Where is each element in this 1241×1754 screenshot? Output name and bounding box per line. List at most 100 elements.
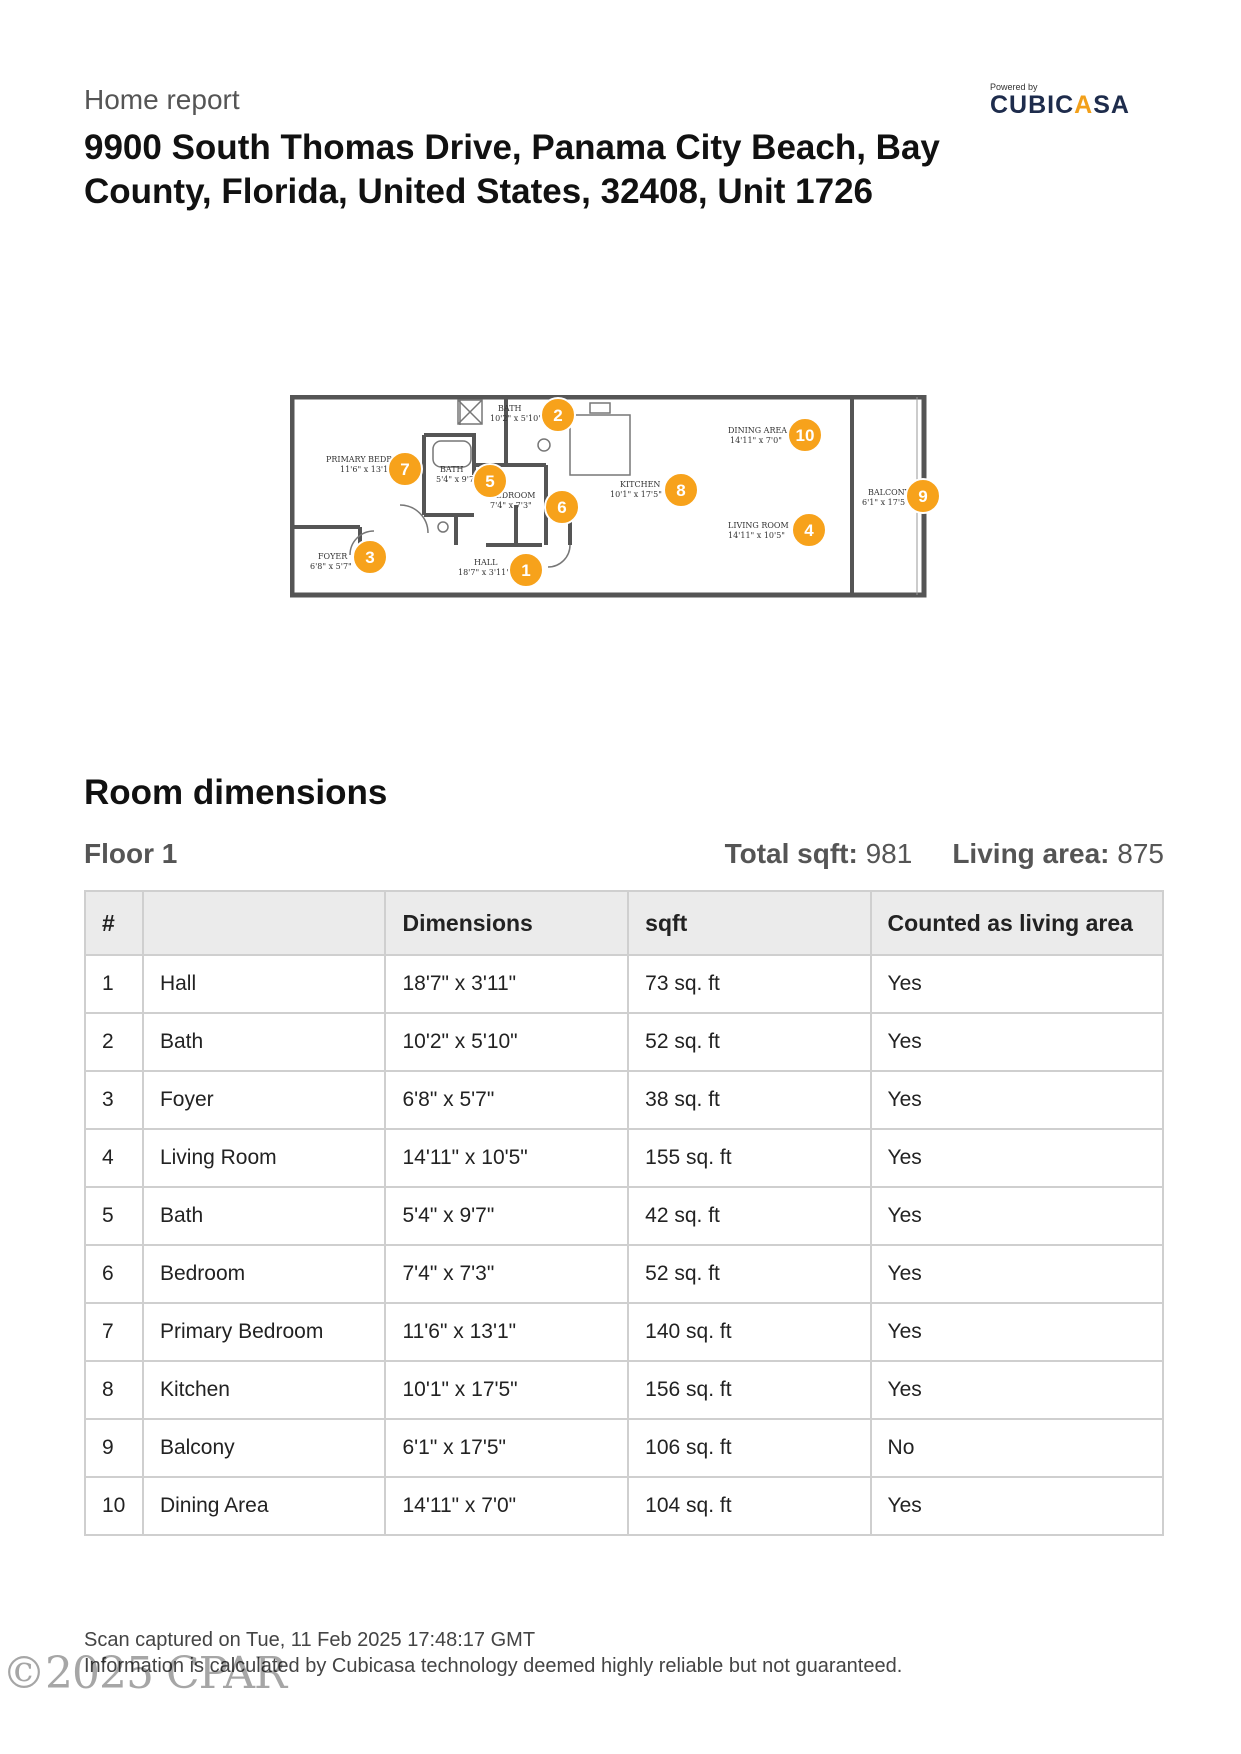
brand-name: CUBICASA	[990, 92, 1140, 118]
cell-living-area: Yes	[869, 1070, 1165, 1130]
room-marker-3: 3	[352, 539, 388, 575]
scan-timestamp: Scan captured on Tue, 11 Feb 2025 17:48:…	[84, 1629, 536, 1651]
room-dims-kitchen: 10'1" x 17'5"	[610, 490, 662, 499]
room-dims-dining-area: 14'11" x 7'0"	[730, 436, 782, 445]
cell-room: Balcony	[141, 1418, 387, 1478]
living-area-label: Living area:	[952, 838, 1110, 869]
cell-dimensions: 11'6" x 13'1"	[384, 1302, 630, 1362]
cell-living-area: Yes	[869, 1476, 1165, 1536]
cell-number: 2	[84, 1012, 144, 1072]
cell-dimensions: 7'4" x 7'3"	[384, 1244, 630, 1304]
room-marker-9-number: 9	[918, 487, 927, 506]
cell-sqft: 106 sq. ft	[627, 1418, 872, 1478]
brand-name-accent: A	[1074, 91, 1094, 119]
room-label-hall: HALL	[474, 558, 498, 567]
cell-room: Hall	[141, 954, 387, 1014]
cell-number: 5	[84, 1186, 144, 1246]
room-marker-7-number: 7	[400, 460, 409, 479]
cell-dimensions: 10'1" x 17'5"	[384, 1360, 630, 1420]
living-area-value: 875	[1117, 838, 1164, 869]
total-sqft-label: Total sqft:	[724, 838, 858, 869]
property-address: 9900 South Thomas Drive, Panama City Bea…	[84, 128, 940, 211]
cell-living-area: Yes	[869, 1360, 1165, 1420]
cell-sqft: 52 sq. ft	[627, 1012, 872, 1072]
cell-living-area: Yes	[869, 1128, 1165, 1188]
table-header-row: # Dimensions sqft Counted as living area	[84, 890, 1165, 956]
cell-sqft: 38 sq. ft	[627, 1070, 872, 1130]
room-marker-10-number: 10	[796, 426, 815, 445]
room-dimensions-table: # Dimensions sqft Counted as living area…	[84, 890, 1165, 1536]
cell-room: Kitchen	[141, 1360, 387, 1420]
cell-number: 7	[84, 1302, 144, 1362]
room-dims-bedroom: 7'4" x 7'3"	[490, 501, 532, 510]
cell-dimensions: 5'4" x 9'7"	[384, 1186, 630, 1246]
cell-sqft: 104 sq. ft	[627, 1476, 872, 1536]
outer-wall	[290, 395, 927, 598]
cell-sqft: 42 sq. ft	[627, 1186, 872, 1246]
room-marker-2-number: 2	[553, 406, 562, 425]
room-marker-5: 5	[472, 463, 508, 499]
total-sqft-value: 981	[865, 838, 913, 869]
room-label-foyer: FOYER	[318, 552, 348, 561]
cell-dimensions: 14'11" x 7'0"	[384, 1476, 630, 1536]
room-marker-1-number: 1	[521, 561, 530, 580]
brand-name-part1: CUBIC	[990, 91, 1075, 119]
cell-sqft: 52 sq. ft	[627, 1244, 872, 1304]
room-marker-10: 10	[787, 417, 823, 453]
room-label-balcony: BALCONY	[868, 488, 911, 497]
column-header-living-area: Counted as living area	[869, 890, 1165, 956]
cell-number: 3	[84, 1070, 144, 1130]
cell-room: Bath	[141, 1012, 387, 1072]
cell-number: 1	[84, 954, 144, 1014]
copyright-watermark: ©2025 CPAR	[2, 1648, 287, 1699]
column-header-room	[141, 890, 387, 956]
floor-plan: BATH 10'2" x 5'10" PRIMARY BEDROOM 11'6"…	[290, 395, 950, 605]
cell-sqft: 156 sq. ft	[627, 1360, 872, 1420]
cell-room: Foyer	[141, 1070, 387, 1130]
room-label-bath-2: BATH	[498, 404, 522, 413]
report-kicker: Home report	[84, 84, 240, 115]
interior-walls	[292, 397, 572, 547]
disclaimer: Information is calculated by Cubicasa te…	[84, 1655, 903, 1677]
cell-room: Primary Bedroom	[141, 1302, 387, 1362]
cell-living-area: Yes	[869, 1302, 1165, 1362]
column-header-dimensions: Dimensions	[384, 890, 630, 956]
room-marker-8-number: 8	[676, 481, 685, 500]
cell-dimensions: 6'8" x 5'7"	[384, 1070, 630, 1130]
column-header-number: #	[84, 890, 144, 956]
room-marker-1: 1	[508, 552, 544, 588]
room-dims-foyer: 6'8" x 5'7"	[310, 562, 352, 571]
cell-sqft: 140 sq. ft	[627, 1302, 872, 1362]
cell-number: 6	[84, 1244, 144, 1304]
cell-living-area: No	[869, 1418, 1165, 1478]
room-labels: BATH 10'2" x 5'10" PRIMARY BEDROOM 11'6"…	[310, 404, 911, 577]
room-marker-2: 2	[540, 397, 576, 433]
room-dims-bath-5: 5'4" x 9'7"	[436, 475, 478, 484]
room-marker-3-number: 3	[365, 548, 374, 567]
cell-room: Bedroom	[141, 1244, 387, 1304]
cell-dimensions: 10'2" x 5'10"	[384, 1012, 630, 1072]
room-marker-6: 6	[544, 489, 580, 525]
room-dims-hall: 18'7" x 3'11"	[458, 568, 510, 577]
cell-living-area: Yes	[869, 1244, 1165, 1304]
cell-living-area: Yes	[869, 1186, 1165, 1246]
room-dims-living-room: 14'11" x 10'5"	[728, 531, 785, 540]
room-dims-bath-2: 10'2" x 5'10"	[490, 414, 542, 423]
room-label-living-room: LIVING ROOM	[728, 521, 789, 530]
powered-by-label: Powered by	[990, 82, 1038, 92]
cell-room: Bath	[141, 1186, 387, 1246]
cell-dimensions: 14'11" x 10'5"	[384, 1128, 630, 1188]
brand-name-part2: SA	[1093, 91, 1130, 119]
footer: Scan captured on Tue, 11 Feb 2025 17:48:…	[84, 1627, 902, 1679]
room-marker-4: 4	[791, 512, 827, 548]
column-header-sqft: sqft	[627, 890, 872, 956]
room-label-kitchen: KITCHEN	[620, 480, 660, 489]
